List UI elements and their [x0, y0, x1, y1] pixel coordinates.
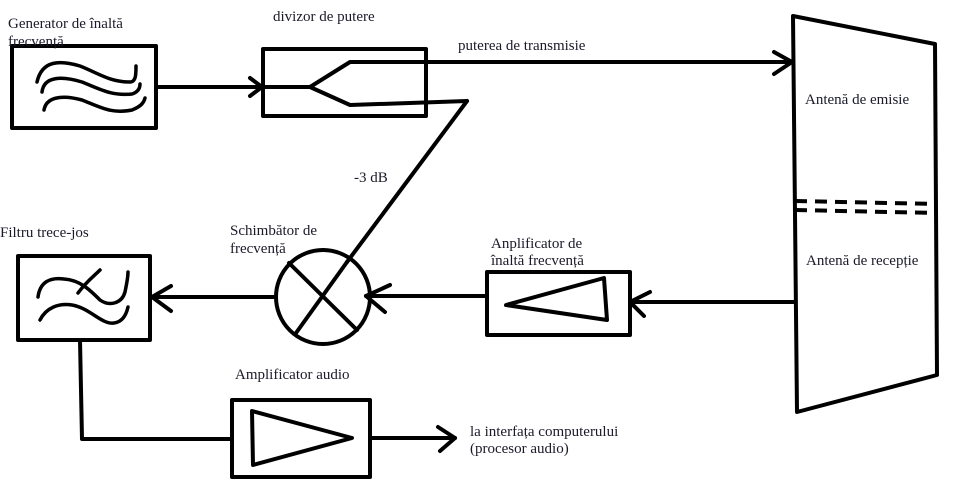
rf-amplifier-block: Anplificator de înaltă frecvență [485, 236, 632, 337]
antenna-outline [791, 14, 939, 414]
transmit-power-label: puterea de transmisie [458, 38, 586, 54]
mixer-label-line2: frecvență [230, 241, 286, 257]
generator-box [10, 44, 158, 130]
amplifier-triangle-icon [504, 276, 609, 322]
filter-waves-icon [36, 268, 130, 325]
output-arrow: la interfața computerului (procesor audi… [368, 424, 618, 457]
mixer-to-filter-arrow [150, 284, 278, 313]
mixer-label-line1: Schimbător de [230, 223, 317, 239]
mixer-cross-line-2 [294, 260, 349, 335]
power-divider-block: divizor de putere [261, 9, 469, 118]
generator-label-line2: frecvență [8, 34, 64, 50]
rf-amplifier-label-line2: înaltă frecvență [490, 253, 584, 269]
output-label-line2: (procesor audio) [470, 441, 569, 457]
low-pass-filter-block: Filtru trece-jos [0, 225, 152, 342]
receive-antenna-label: Antenă de recepție [806, 253, 919, 269]
antenna-to-rf-amp-arrow [628, 290, 797, 318]
antenna-block: Antenă de emisie Antenă de recepție [791, 14, 939, 414]
generator-block: Generator de înaltă frecvență [8, 16, 158, 130]
antenna-separator-dash-1 [794, 199, 938, 206]
audio-amplifier-label: Amplificator audio [235, 367, 350, 383]
low-pass-filter-label: Filtru trece-jos [0, 225, 89, 241]
rf-amp-to-mixer-arrow [364, 283, 489, 314]
rf-amplifier-label-line1: Anplificator de [491, 236, 583, 252]
power-divider-label: divizor de putere [273, 9, 375, 25]
attenuation-label: -3 dB [354, 170, 388, 186]
lo-feed-line: -3 dB [345, 99, 469, 264]
divider-upper-branch [261, 60, 428, 89]
filter-to-audio-amp-line [78, 338, 234, 441]
audio-amplifier-block: Amplificator audio [230, 367, 372, 479]
generator-to-divider-arrow [154, 76, 264, 98]
antenna-separator-dash-2 [794, 208, 938, 215]
rf-amplifier-box [485, 270, 632, 337]
divider-lower-branch [308, 85, 469, 107]
output-label-line1: la interfața computerului [470, 424, 618, 440]
transmit-antenna-label: Antenă de emisie [805, 92, 909, 108]
power-divider-box [261, 47, 428, 118]
transmit-power-arrow: puterea de transmisie [424, 38, 794, 76]
low-pass-filter-box [16, 254, 152, 342]
mixer-block: Schimbător de frecvență [230, 223, 372, 346]
sine-waves-icon [35, 60, 147, 113]
amplifier-triangle-icon [250, 409, 354, 467]
generator-label-line1: Generator de înaltă [8, 16, 123, 32]
